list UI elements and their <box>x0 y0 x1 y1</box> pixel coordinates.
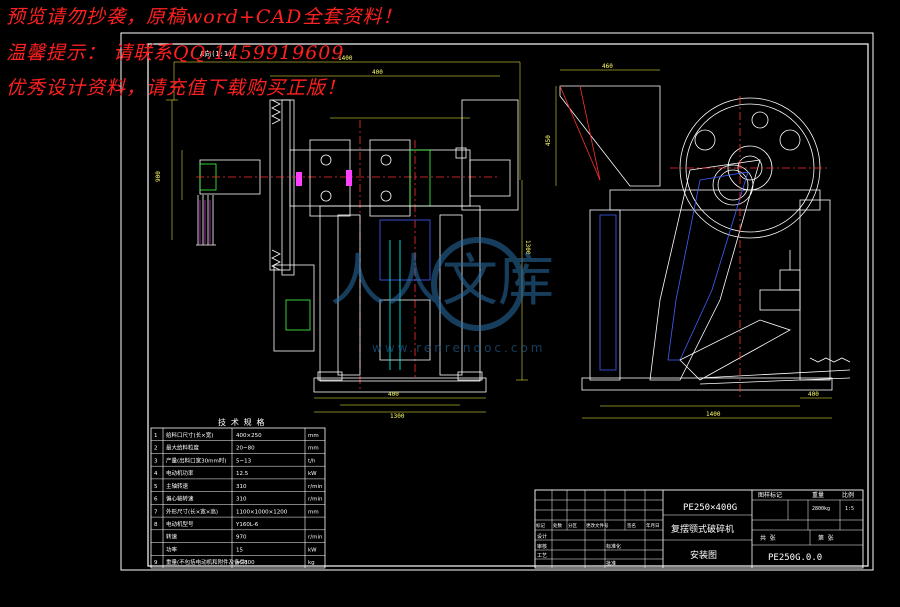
inner-frame <box>147 43 869 567</box>
table-cell-value: 12.5 <box>236 471 249 477</box>
dim-label: 1400 <box>706 411 721 418</box>
role-label: 标准化 <box>606 543 621 550</box>
dim-label: 1300 <box>524 240 531 255</box>
role-label: 设计 <box>537 533 547 540</box>
outer-frame <box>120 32 874 571</box>
table-cell-unit: mm <box>308 509 319 515</box>
logo-url: www.renrendoc.com <box>372 341 545 355</box>
table-cell-name: 重量(不包括电动机和附件及备件) <box>166 558 247 566</box>
dim-label: 450 <box>545 135 552 146</box>
table-cell-no: 3 <box>154 458 158 464</box>
rev-header: 更改文件号 <box>586 522 609 529</box>
table-cell-no: 9 <box>154 560 158 566</box>
table-cell-no: 8 <box>154 522 158 528</box>
role-label: 工艺 <box>537 553 547 559</box>
table-cell-unit: r/min <box>308 535 323 541</box>
weight-label: 重量 <box>812 491 824 499</box>
role-label: 审核 <box>537 543 547 550</box>
table-cell-unit: kW <box>308 547 317 553</box>
table-cell-no: 1 <box>154 433 158 439</box>
dim-label: 1300 <box>390 413 405 420</box>
table-cell-name: 偏心轴转速 <box>166 495 194 503</box>
sheet-name: 安装图 <box>690 549 717 561</box>
dimension-labels: 1400 400 900 400 1300 1300 460 450 1400 … <box>155 49 819 420</box>
watermark-line-2: 温馨提示： 请联系QQ:1459919609 <box>6 42 345 64</box>
table-cell-name: 产量(出料口宽30mm时) <box>166 456 227 464</box>
stage-label: 图样标记 <box>758 491 782 499</box>
table-cell-unit: r/min <box>308 497 323 503</box>
table-cell-value: Y160L-6 <box>235 522 259 528</box>
table-cell-value: 1100×1000×1200 <box>236 509 288 515</box>
machine-name: 复摆颚式破碎机 <box>671 523 734 535</box>
drawing-number: PE250G.0.0 <box>768 553 822 563</box>
table-cell-no: 2 <box>154 446 158 452</box>
logo-text: 人人文库 <box>330 249 554 314</box>
table-cell-no: 6 <box>154 497 158 503</box>
sheet-number: 第 张 <box>818 534 834 542</box>
view-label: A向(1:1) <box>200 49 232 58</box>
table-cell-name: 给料口尺寸(长×宽) <box>166 431 213 439</box>
table-title: 技 术 规 格 <box>218 417 264 427</box>
table-cell-value: 310 <box>236 484 247 490</box>
table-cell-name: 外形尺寸(长×宽×高) <box>166 507 218 515</box>
weight-value: 2800kg <box>812 506 830 512</box>
table-cell-unit: t/h <box>308 458 316 464</box>
rev-header: 标记 <box>536 522 545 529</box>
machine-model: PE250×400G <box>683 503 737 513</box>
table-cell-value: 15 <box>236 547 243 553</box>
table-cell-value: ≈2800 <box>236 560 255 566</box>
table-cell-name: 功率 <box>166 545 178 553</box>
watermark-line-3: 优秀设计资料，请充值下载购买正版！ <box>6 77 347 99</box>
table-cell-unit: mm <box>308 433 319 439</box>
table-cell-no: 7 <box>154 509 158 515</box>
sheets-total: 共 张 <box>760 534 776 542</box>
table-cell-value: 20~80 <box>236 446 255 452</box>
table-cell-no: 5 <box>154 484 158 490</box>
watermark-line-1: 预览请勿抄袭，原稿word+CAD全套资料！ <box>6 6 403 28</box>
watermark-logo: 人人文库 www.renrendoc.com <box>330 237 554 355</box>
table-cell-no: 4 <box>154 471 158 477</box>
table-cell-name: 电动机型号 <box>166 520 194 528</box>
table-cell-value: 970 <box>236 535 247 541</box>
front-view <box>555 69 851 419</box>
table-cell-unit: mm <box>308 446 319 452</box>
table-cell-value: 400×250 <box>236 433 262 439</box>
table-cell-unit: kW <box>308 471 317 477</box>
dim-label: 1400 <box>338 55 353 62</box>
table-cell-value: 5~13 <box>236 458 252 464</box>
rev-header: 处数 <box>553 522 562 529</box>
dim-label: 460 <box>602 63 613 70</box>
table-cell-name: 主轴转速 <box>166 482 189 490</box>
dim-label: 900 <box>155 171 162 182</box>
side-view <box>166 61 528 413</box>
table-cell-name: 转速 <box>166 533 178 541</box>
table-cell-unit: kg <box>308 560 315 566</box>
scale-value: 1:5 <box>845 506 854 512</box>
table-cell-name: 电动机功率 <box>166 469 194 477</box>
dim-label: 400 <box>372 69 383 76</box>
scale-label: 比例 <box>842 491 854 499</box>
role-label: 批准 <box>606 560 616 567</box>
rev-header: 分区 <box>568 522 577 529</box>
dim-label: 400 <box>388 391 399 398</box>
rev-header: 签名 <box>627 522 636 529</box>
tech-spec-table: 技 术 规 格 1 给料口尺寸(长×宽) 400×250 mm 2 最大给料粒度 20~80… <box>150 417 326 569</box>
table-cell-name: 最大给料粒度 <box>166 444 200 452</box>
table-cell-unit: r/min <box>308 484 323 490</box>
title-block: 标记处数分区更改文件号签名年月日 设计审核工艺标准化批准 PE250×400G … <box>534 489 864 569</box>
dim-label: 400 <box>808 391 819 398</box>
table-cell-value: 310 <box>236 497 247 503</box>
rev-header: 年月日 <box>646 522 660 529</box>
